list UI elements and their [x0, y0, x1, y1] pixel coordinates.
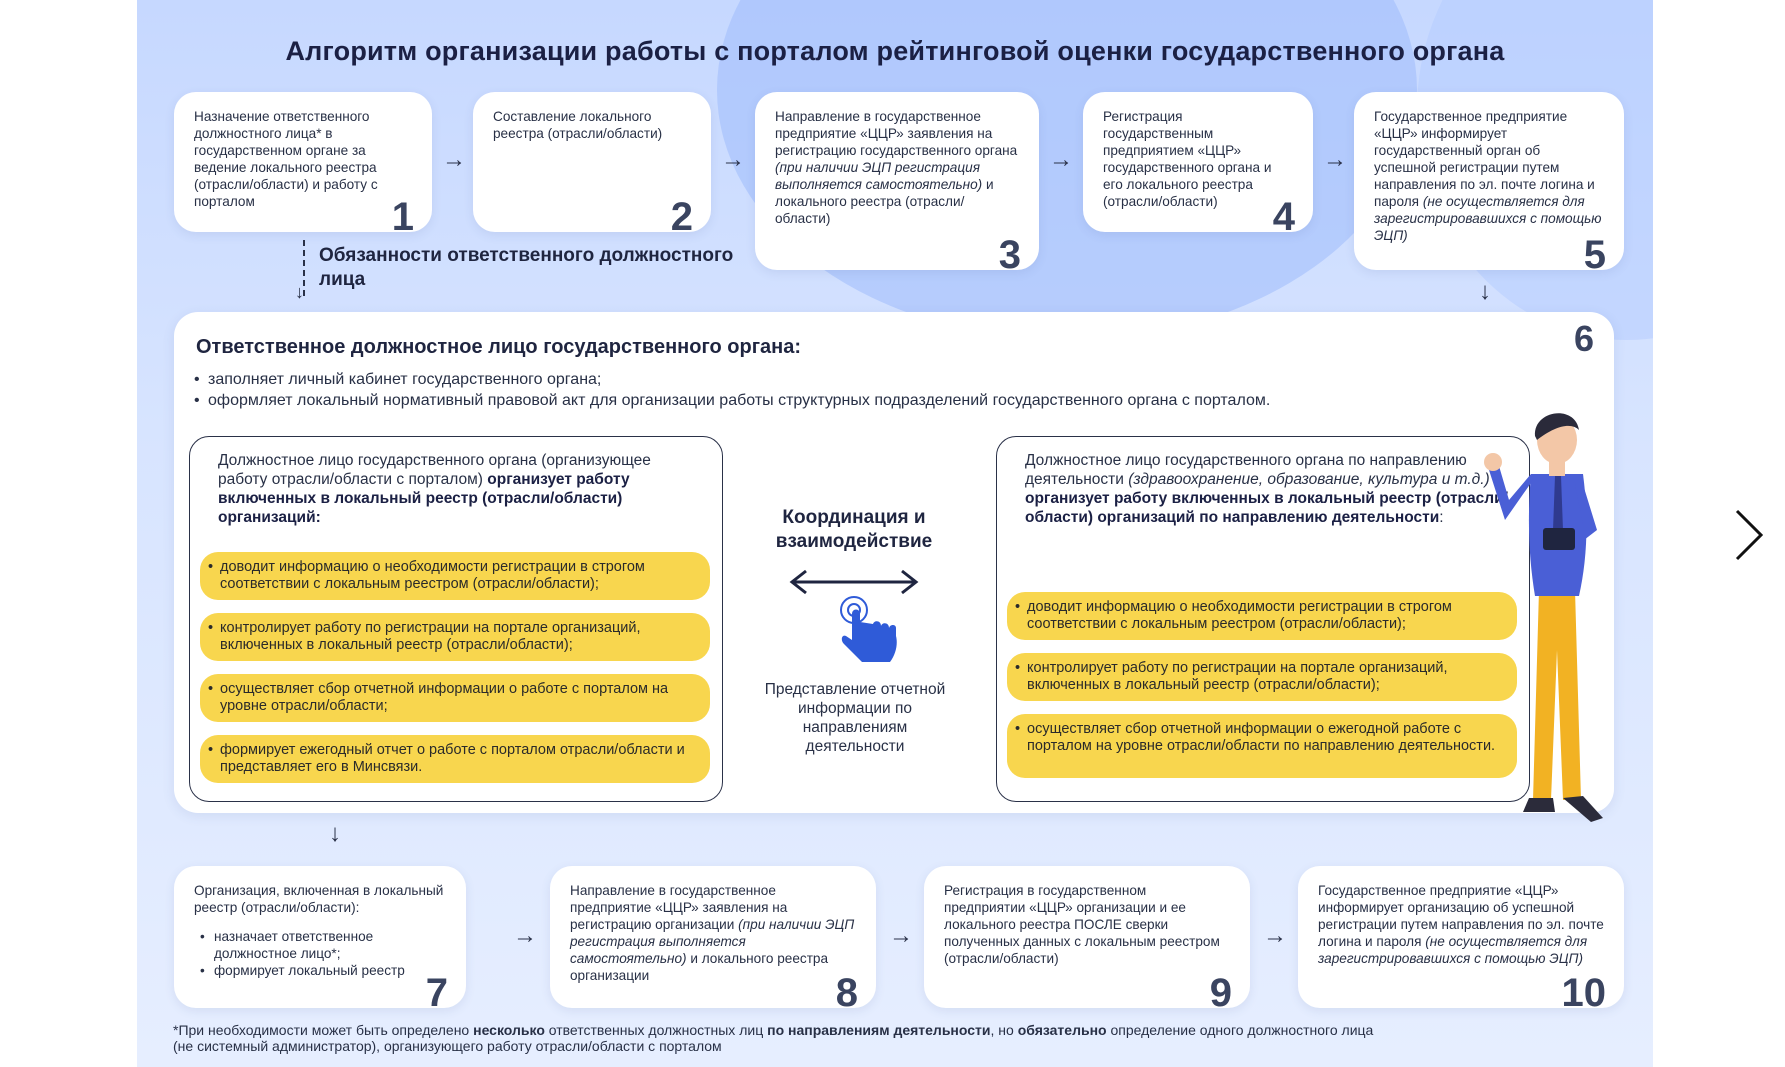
left-duty-item: осуществляет сбор отчетной информации о … [200, 674, 710, 722]
step-1-number: 1 [391, 195, 414, 239]
arrow-right-icon: → [513, 922, 537, 949]
step-3-card: Направление в государственное предприяти… [755, 92, 1039, 277]
step-9-text: Регистрация в государственном предприяти… [944, 883, 1220, 966]
step-5-italic: (не осуществляется для зарегистрировавши… [1374, 194, 1602, 243]
right-heading-colon: : [1439, 509, 1444, 526]
step-2-card: Составление локального реестра (отрасли/… [473, 92, 711, 239]
step-5-text: Государственное предприятие «ЦЦР» информ… [1374, 109, 1595, 209]
step-10-card: Государственное предприятие «ЦЦР» информ… [1298, 866, 1624, 1015]
left-heading-bold: организует работу включенных в локальный… [218, 471, 630, 526]
footnote-bold: по направлениям деятельности [767, 1022, 991, 1038]
step-3-tail: и локального реестра (отрасли/ области) [775, 177, 994, 226]
step-5-number: 5 [1583, 233, 1606, 277]
step-6-title: Ответственное должностное лицо государст… [196, 336, 802, 358]
footnote-bold: несколько [473, 1022, 545, 1038]
step-7-bullet-text: формирует локальный реестр [214, 963, 405, 978]
step-7-bullet: •формирует локальный реестр [200, 963, 405, 978]
step-8-number: 8 [835, 971, 858, 1015]
left-official-box: Должностное лицо государственного органа… [189, 436, 723, 802]
right-duty-item: доводит информацию о необходимости регис… [1007, 592, 1517, 640]
right-duty-item: осуществляет сбор отчетной информации о … [1007, 714, 1517, 778]
step-9-card: Регистрация в государственном предприяти… [924, 866, 1250, 1015]
arrow-right-icon: → [721, 146, 745, 173]
step-3-number: 3 [998, 233, 1021, 277]
right-heading-italic: (здравоохранение, образование, культура … [1128, 471, 1490, 488]
left-heading-plain: Должностное лицо государственного органа… [218, 452, 651, 488]
step-7-bullet: •назначает ответственное должностное лиц… [200, 929, 374, 961]
right-heading-bold: организует работу включенных в локальный… [1025, 490, 1508, 526]
left-duty-item: контролирует работу по регистрации на по… [200, 613, 710, 661]
infographic-canvas: Алгоритм организации работы с порталом р… [137, 0, 1653, 1067]
step-5-card: Государственное предприятие «ЦЦР» информ… [1354, 92, 1624, 277]
arrow-right-icon: → [1263, 922, 1287, 949]
step-3-text: Направление в государственное предприяти… [775, 109, 1018, 158]
arrow-right-icon: → [1323, 146, 1347, 173]
step-7-bullet-text: назначает ответственное должностное лицо… [214, 929, 374, 961]
left-duty-item: формирует ежегодный отчет о работе с пор… [200, 735, 710, 783]
footnote-part: , но [990, 1022, 1018, 1038]
arrow-right-icon: → [889, 922, 913, 949]
step-2-number: 2 [670, 195, 693, 239]
step-4-text: Регистрация государственным предприятием… [1103, 109, 1272, 209]
step-6-number: 6 [1573, 318, 1594, 359]
footnote-line2: (не системный администратор), организующ… [173, 1038, 722, 1054]
step-1-text: Назначение ответственного должностного л… [194, 109, 378, 209]
step-4-number: 4 [1272, 195, 1295, 239]
step-6-panel: 6 Ответственное должностное лицо государ… [174, 312, 1614, 813]
step-9-number: 9 [1209, 971, 1232, 1015]
step-6-bullet: оформляет локальный нормативный правовой… [194, 392, 1270, 410]
step-10-italic: (не осуществляется для зарегистрировавши… [1318, 934, 1588, 966]
double-arrow-icon [789, 569, 919, 595]
right-duty-item: контролирует работу по регистрации на по… [1007, 653, 1517, 701]
right-heading-plain: Должностное лицо государственного органа… [1025, 452, 1467, 488]
chevron-right-icon[interactable] [1731, 505, 1767, 565]
coordination-label: Координация и взаимодействие [775, 507, 933, 552]
arrow-down-icon: ↓ [329, 820, 341, 847]
page-title: Алгоритм организации работы с порталом р… [285, 36, 1505, 66]
step-3-italic: (при наличии ЭЦП регистрация выполняется… [775, 160, 983, 192]
footnote-bold: обязательно [1017, 1022, 1107, 1038]
footnote-part: *При необходимости может быть определено [173, 1022, 474, 1038]
step-7-number: 7 [425, 971, 448, 1015]
reporting-label: Представление отчетной информации по нап… [764, 681, 946, 755]
step-6-bullet: заполняет личный кабинет государственног… [194, 371, 601, 389]
footnote: *При необходимости может быть определено… [173, 1022, 1373, 1054]
footnote-part: ответственных должностных лиц [544, 1022, 768, 1038]
step-8-text: Направление в государственное предприяти… [570, 883, 788, 932]
step-10-text: Государственное предприятие «ЦЦР» информ… [1318, 883, 1604, 949]
step-8-italic: (при наличии ЭЦП регистрация выполняется… [570, 917, 855, 966]
left-duty-item: доводит информацию о необходимости регис… [200, 552, 710, 600]
step-7-bullets: •назначает ответственное должностное лиц… [194, 928, 446, 979]
left-official-heading: Должностное лицо государственного органа… [218, 451, 698, 527]
official-character-illustration [1484, 413, 1603, 822]
arrow-down-icon: ↓ [1479, 278, 1491, 305]
arrow-down-icon: ↓ [295, 282, 304, 302]
right-official-heading: Должностное лицо государственного органа… [1025, 451, 1515, 527]
dashed-connector [303, 240, 305, 296]
duties-label-text: Обязанности ответственного должностного … [319, 245, 734, 290]
step-10-number: 10 [1561, 971, 1607, 1015]
step-8-card: Направление в государственное предприяти… [550, 866, 876, 1015]
step-2-text: Составление локального реестра (отрасли/… [493, 109, 663, 141]
step-7-text: Организация, включенная в локальный реес… [194, 883, 444, 915]
arrow-right-icon: → [1049, 146, 1073, 173]
hand-pointer-icon [840, 596, 897, 662]
duties-label: Обязанности ответственного должностного … [319, 244, 739, 292]
right-official-box: Должностное лицо государственного органа… [996, 436, 1530, 802]
step-1-card: Назначение ответственного должностного л… [174, 92, 432, 239]
step-7-card: Организация, включенная в локальный реес… [174, 866, 466, 1015]
step-4-card: Регистрация государственным предприятием… [1083, 92, 1313, 239]
footnote-part: определение одного должностного лица [1106, 1022, 1374, 1038]
step-8-tail: и локального реестра организации [570, 951, 829, 983]
arrow-right-icon: → [442, 146, 466, 173]
